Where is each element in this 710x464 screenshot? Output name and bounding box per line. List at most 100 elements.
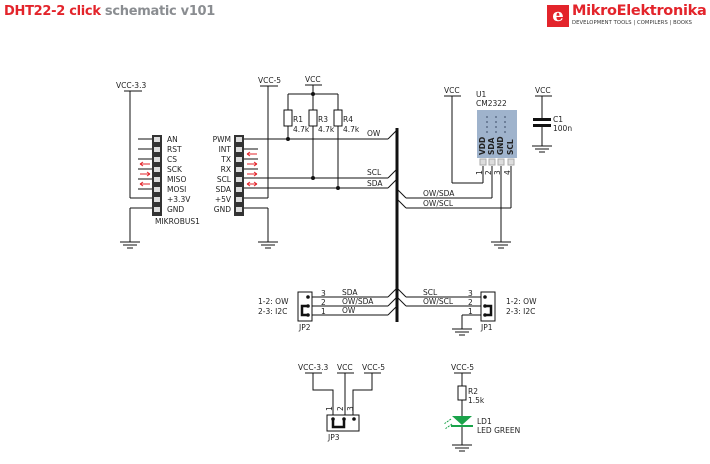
jp1-pin3: 3 [468,289,473,298]
jp2-ref: JP2 [298,323,311,332]
jp2-net-sda: SDA [342,288,358,297]
signal-direction-arrow [247,161,258,167]
r2-value: 1.5k [468,396,485,405]
pin-pad [154,187,160,192]
pin-dot [483,295,487,299]
sensor-vent [486,121,488,123]
sensor-ref: U1 [476,90,486,99]
sensor-vent [495,121,497,123]
pin-pad [236,157,242,162]
pin-label-right: GND [214,205,231,214]
sensor-pin-pad [507,158,515,166]
signal-direction-arrow [246,181,258,187]
jp1-net-scl: SCL [423,288,438,297]
pin-pad [236,177,242,182]
pin-label-right: RX [221,165,231,174]
pin-pad [236,167,242,172]
pin-dot [352,417,356,421]
signal-direction-arrow [140,171,151,177]
sensor-vent [495,126,497,128]
pin-label-left: SCK [167,165,183,174]
jp1-note-i2c: 2-3: I2C [506,307,535,316]
signal-direction-arrow [247,171,258,177]
jp2-note-ow: 1-2: OW [258,297,289,306]
pin-pad [236,137,242,142]
net-label-sda: SDA [367,179,383,188]
bus-entry [397,189,407,199]
pin-label-right: PWM [213,135,231,144]
resistor-r4 [333,109,343,127]
jp3-input-vcc: VCC [337,363,353,372]
sensor-vent [486,116,488,118]
jumper-shunt [331,420,346,429]
pin-label-left: +3.3V [167,195,191,204]
sensor-vent [495,131,497,133]
sensor-pin-label: SCL [506,139,515,155]
bus-entry [387,297,397,307]
pin-pad [236,147,242,152]
title-board-name: DHT22-2 click [4,4,101,19]
mikrobus-designator: MIKROBUS1 [155,217,200,226]
pin-dot [331,417,335,421]
bus-entry [397,199,407,209]
pin-pad [236,197,242,202]
pin-dot [342,417,346,421]
jumper-jp1: JP1 1-2: OW 2-3: I2C 3 2 1 SCL OW/SCL [397,288,537,336]
jp2-pin3: 3 [321,289,326,298]
pin-label-right: SDA [215,185,231,194]
schematic-title: DHT22-2 click schematic v101 [4,4,215,19]
logo-tagline: DEVELOPMENT TOOLS | COMPILERS | BOOKS [572,20,693,26]
logo-name: MikroElektronika [572,3,707,19]
bus-entry [387,130,397,140]
led-label: LED GREEN [477,426,520,435]
power-label-vcc5: VCC-5 [258,76,281,85]
r2-ref: R2 [468,387,478,396]
sensor-pin-label: GND [496,136,505,155]
sensor-vent [486,131,488,133]
jp3-pin-num: 1 [325,406,334,411]
pin-label-left: GND [167,205,184,214]
pin-label-right: INT [219,145,232,154]
title-version: schematic v101 [104,4,216,19]
sensor-pin-label: VDD [478,137,487,155]
signal-direction-arrow [246,151,257,157]
bus-entry [387,306,397,316]
jp3-ref: JP3 [327,433,340,442]
bus-entry [397,288,407,298]
pin-dot [306,295,310,299]
jp3-input-vcc5: VCC-5 [362,363,385,372]
pin-label-left: MISO [167,175,186,184]
pin-label-left: RST [167,145,182,154]
net-label-ow: OW [367,129,381,138]
power-label-vcc33: VCC-3.3 [116,81,146,90]
header-body [234,135,244,216]
jp2-pin2: 2 [321,298,326,307]
junction-dot [286,137,290,141]
sensor-nets: OW/SDA OW/SCL [397,189,511,209]
cap-ref: C1 [553,115,563,124]
capacitor-c1: VCC C1 100n [532,86,572,153]
resistor-r3 [308,109,318,127]
jp3-input-vcc33: VCC-3.3 [298,363,328,372]
sensor-vent [486,126,488,128]
mikroelektronika-logo: e MikroElektronika DEVELOPMENT TOOLS | C… [547,3,707,31]
ground-symbol [452,328,472,336]
resistor-r1 [283,109,293,127]
sensor-vent [504,131,506,133]
wire [352,373,373,416]
ground-symbol [491,241,511,249]
pin-label-right: TX [220,155,231,164]
led-ref: LD1 [477,417,492,426]
sensor-pin-number: 3 [493,170,502,175]
power-label-vcc: VCC [535,86,551,95]
jp1-ref: JP1 [480,323,493,332]
pin-pad [154,157,160,162]
net-label-ow-scl: OW/SCL [423,199,454,208]
signal-direction-arrow [139,181,150,187]
jumper-shunt [300,304,308,317]
bus-entry [387,288,397,298]
